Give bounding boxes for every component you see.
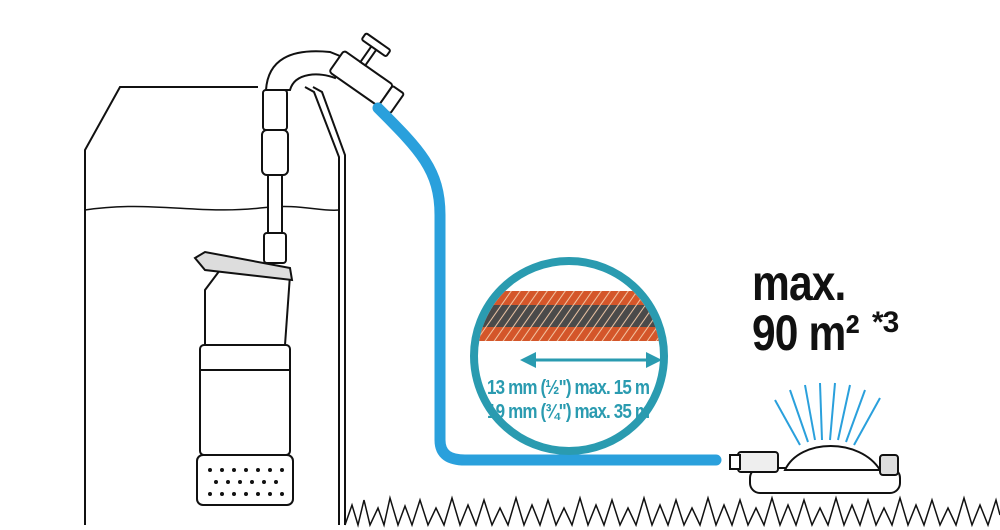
coverage-footnote: *3 (872, 306, 899, 339)
garden-hose (372, 102, 722, 466)
riser-pipe (261, 50, 347, 264)
water-tank (84, 86, 346, 525)
submersible-pump (193, 250, 294, 506)
coverage-max-label: max. (752, 255, 846, 311)
hose-detail-magnifier (470, 257, 668, 455)
hose-spec-13mm: 13 mm (½") max. 15 m (487, 377, 650, 399)
length-arrow-icon (520, 352, 662, 368)
valve-connector (329, 32, 405, 114)
hose-spec-19mm: 19 mm (¾") max. 35 m (487, 401, 650, 423)
sprinkler (729, 382, 901, 494)
coverage-area-value: 90 m² (752, 305, 860, 361)
grass (344, 495, 1000, 528)
